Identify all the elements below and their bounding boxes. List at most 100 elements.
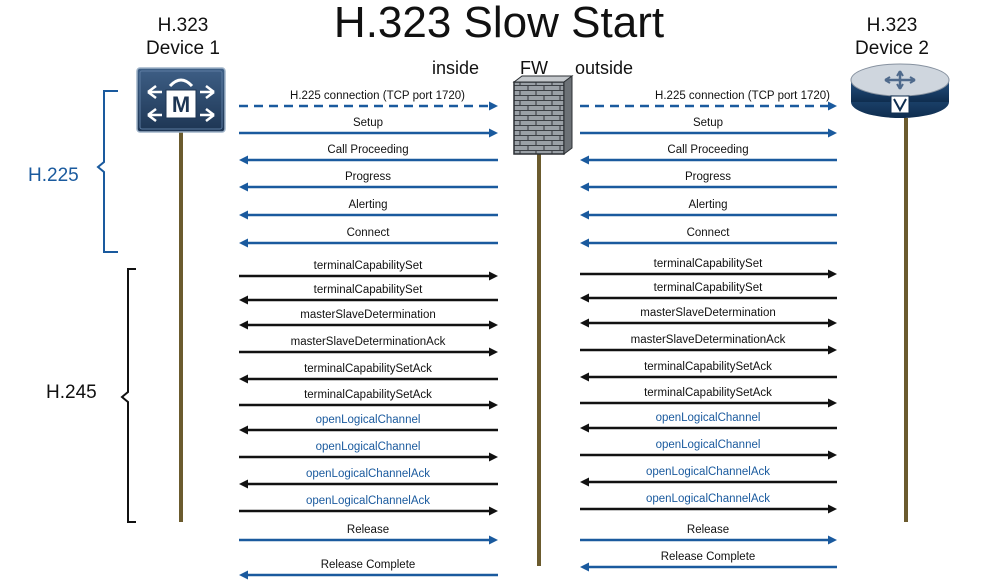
message-label: terminalCapabilitySetAck [644, 361, 772, 373]
mcu-icon: M [136, 67, 226, 133]
device2-line2: Device 2 [855, 38, 929, 59]
arrowhead [580, 293, 589, 303]
right-message-5: Alerting [580, 199, 837, 220]
message-label: openLogicalChannelAck [306, 495, 430, 507]
message-label: Release [347, 524, 389, 536]
arrowhead [580, 318, 589, 328]
arrowhead [580, 562, 589, 572]
device2-label: H.323 Device 2 [842, 14, 942, 60]
message-label: Connect [347, 227, 391, 239]
left-message-15: openLogicalChannelAck [239, 468, 498, 489]
right-message-17: Release [580, 524, 837, 545]
arrowhead [828, 450, 837, 460]
message-label: masterSlaveDetermination [640, 307, 776, 319]
right-message-8: terminalCapabilitySet [580, 282, 837, 303]
h245-group-label: H.245 [46, 382, 97, 403]
message-label: H.225 connection (TCP port 1720) [290, 90, 465, 102]
left-message-12: terminalCapabilitySetAck [239, 389, 498, 410]
arrowhead [580, 423, 589, 433]
right-message-13: openLogicalChannel [580, 412, 837, 433]
arrowhead [489, 506, 498, 516]
arrowhead [580, 477, 589, 487]
arrowhead [489, 320, 498, 330]
left-message-11: terminalCapabilitySetAck [239, 363, 498, 384]
left-message-14: openLogicalChannel [239, 441, 498, 462]
left-message-4: Progress [239, 171, 498, 192]
arrowhead [489, 347, 498, 357]
message-label: Release [687, 524, 729, 536]
arrowhead [489, 452, 498, 462]
right-message-16: openLogicalChannelAck [580, 493, 837, 514]
arrowhead [239, 182, 248, 192]
message-label: terminalCapabilitySet [314, 284, 423, 296]
left-message-5: Alerting [239, 199, 498, 220]
arrowhead [580, 182, 589, 192]
message-label: Setup [693, 117, 723, 129]
right-message-14: openLogicalChannel [580, 439, 837, 460]
arrowhead [828, 398, 837, 408]
message-label: terminalCapabilitySetAck [644, 387, 772, 399]
right-message-1: H.225 connection (TCP port 1720) [580, 90, 837, 111]
arrowhead [239, 570, 248, 580]
right-message-9: masterSlaveDetermination [580, 307, 837, 328]
left-message-1: H.225 connection (TCP port 1720) [239, 90, 498, 111]
right-message-11: terminalCapabilitySetAck [580, 361, 837, 382]
left-message-2: Setup [239, 117, 498, 138]
arrowhead [239, 425, 248, 435]
left-message-18: Release Complete [239, 559, 498, 580]
arrowhead [580, 372, 589, 382]
message-label: Alerting [349, 199, 388, 211]
device1-line1: H.323 [157, 15, 209, 36]
arrowhead [580, 155, 589, 165]
right-message-2: Setup [580, 117, 837, 138]
right-message-7: terminalCapabilitySet [580, 258, 837, 279]
message-label: Setup [353, 117, 383, 129]
arrowhead [580, 210, 589, 220]
message-label: masterSlaveDeterminationAck [631, 334, 786, 346]
arrowhead [239, 155, 248, 165]
svg-text:M: M [172, 92, 190, 117]
message-label: H.225 connection (TCP port 1720) [655, 90, 830, 102]
left-message-7: terminalCapabilitySet [239, 260, 498, 281]
message-label: Progress [685, 171, 731, 183]
left-message-8: terminalCapabilitySet [239, 284, 498, 305]
message-label: Call Proceeding [327, 144, 408, 156]
message-label: Release Complete [661, 551, 756, 563]
router-icon [850, 63, 950, 118]
message-label: terminalCapabilitySet [314, 260, 423, 272]
left-message-10: masterSlaveDeterminationAck [239, 336, 498, 357]
arrowhead [489, 271, 498, 281]
message-label: terminalCapabilitySet [654, 258, 763, 270]
right-message-18: Release Complete [580, 551, 837, 572]
right-message-10: masterSlaveDeterminationAck [580, 334, 837, 355]
arrowhead [580, 238, 589, 248]
message-label: openLogicalChannelAck [646, 493, 770, 505]
h245-brace [120, 268, 136, 523]
device1-label: H.323 Device 1 [133, 14, 233, 60]
message-label: terminalCapabilitySetAck [304, 389, 432, 401]
message-label: Call Proceeding [667, 144, 748, 156]
arrowhead [489, 128, 498, 138]
message-label: Progress [345, 171, 391, 183]
message-label: masterSlaveDeterminationAck [291, 336, 446, 348]
arrowhead [828, 269, 837, 279]
arrowhead [828, 318, 837, 328]
message-label: openLogicalChannelAck [646, 466, 770, 478]
diagram-title: H.323 Slow Start [333, 0, 665, 47]
arrowhead [828, 128, 837, 138]
arrowhead [489, 101, 498, 111]
left-message-16: openLogicalChannelAck [239, 495, 498, 516]
right-message-4: Progress [580, 171, 837, 192]
arrowhead [489, 400, 498, 410]
outside-zone-label: outside [575, 58, 634, 78]
arrowhead [239, 374, 248, 384]
left-message-6: Connect [239, 227, 498, 248]
message-label: Alerting [689, 199, 728, 211]
message-label: openLogicalChannel [656, 412, 761, 424]
message-label: Release Complete [321, 559, 416, 571]
device2-line1: H.323 [866, 15, 918, 36]
arrowhead [828, 101, 837, 111]
arrowhead [828, 345, 837, 355]
arrowhead [239, 479, 248, 489]
